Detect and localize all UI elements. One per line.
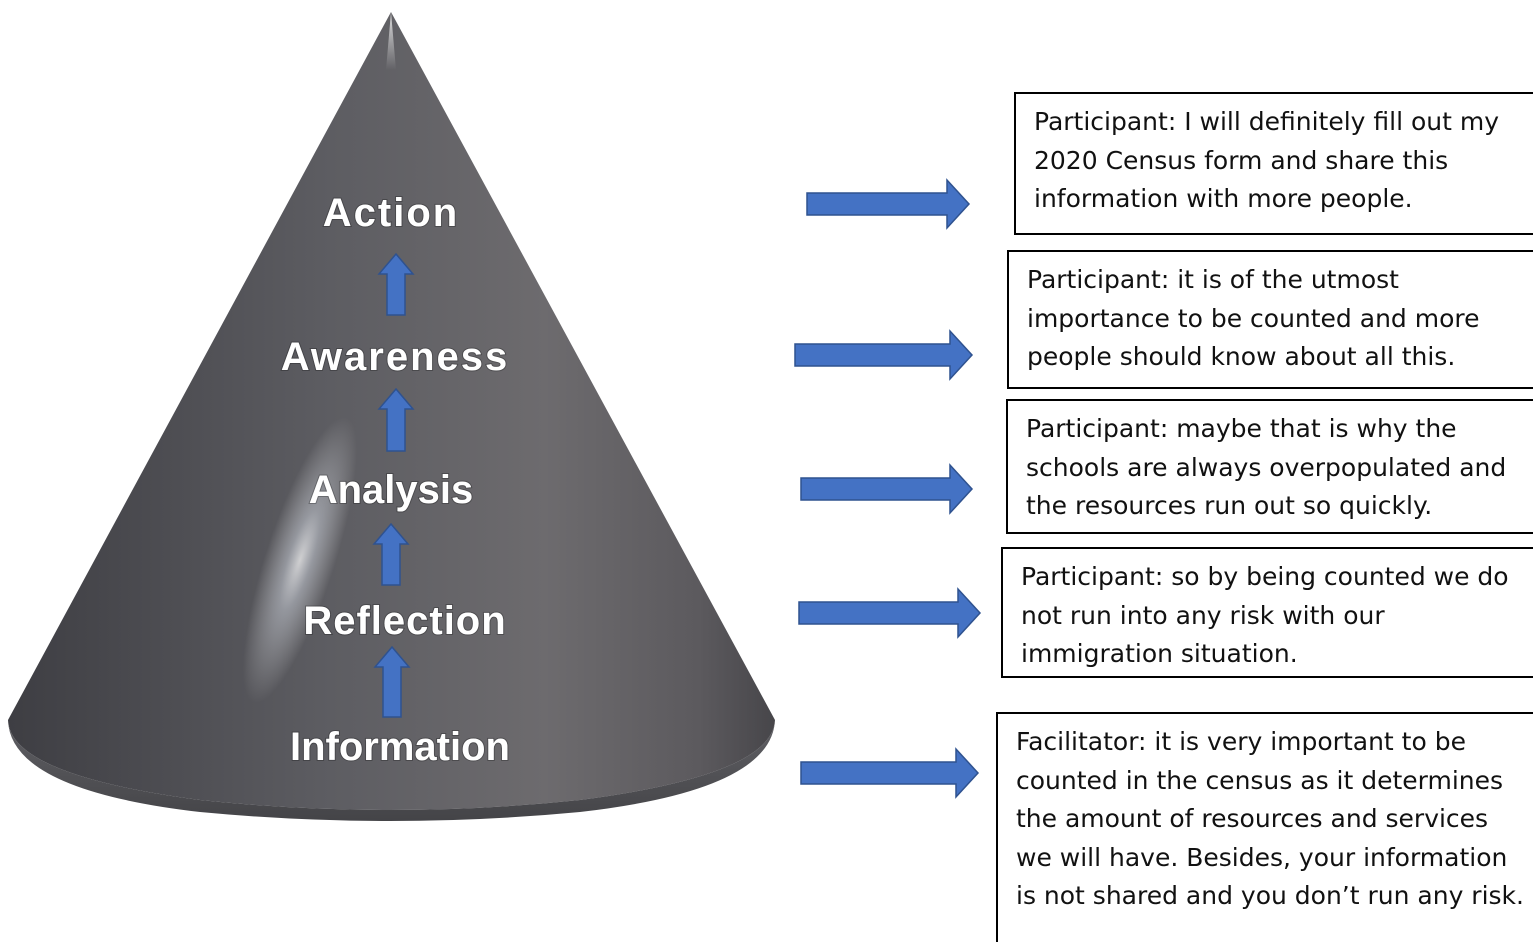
cone-tip-highlight bbox=[386, 12, 396, 70]
right-arrow-icon bbox=[800, 747, 980, 799]
right-arrow-icon bbox=[794, 329, 974, 381]
up-arrow-icon bbox=[372, 522, 410, 586]
quote-box-reflection: Participant: so by being counted we do n… bbox=[1001, 547, 1533, 678]
stage-label-analysis: Analysis bbox=[309, 468, 474, 512]
stage-label-information: Information bbox=[290, 725, 510, 769]
quote-box-action: Participant: I will definitely fill out … bbox=[1014, 92, 1533, 235]
right-arrow-icon bbox=[800, 463, 974, 515]
right-arrow-icon bbox=[798, 587, 982, 639]
stage-label-reflection: Reflection bbox=[303, 599, 506, 643]
quote-box-awareness: Participant: it is of the utmost importa… bbox=[1007, 250, 1533, 389]
quote-box-information: Facilitator: it is very important to be … bbox=[996, 712, 1533, 942]
up-arrow-icon bbox=[373, 645, 411, 718]
stage-label-action: Action bbox=[323, 191, 459, 235]
cone-highlight bbox=[242, 416, 358, 704]
up-arrow-icon bbox=[377, 387, 415, 452]
quote-box-analysis: Participant: maybe that is why the schoo… bbox=[1006, 399, 1533, 534]
right-arrow-icon bbox=[806, 178, 971, 230]
up-arrow-icon bbox=[377, 252, 415, 316]
stage-label-awareness: Awareness bbox=[281, 335, 510, 379]
